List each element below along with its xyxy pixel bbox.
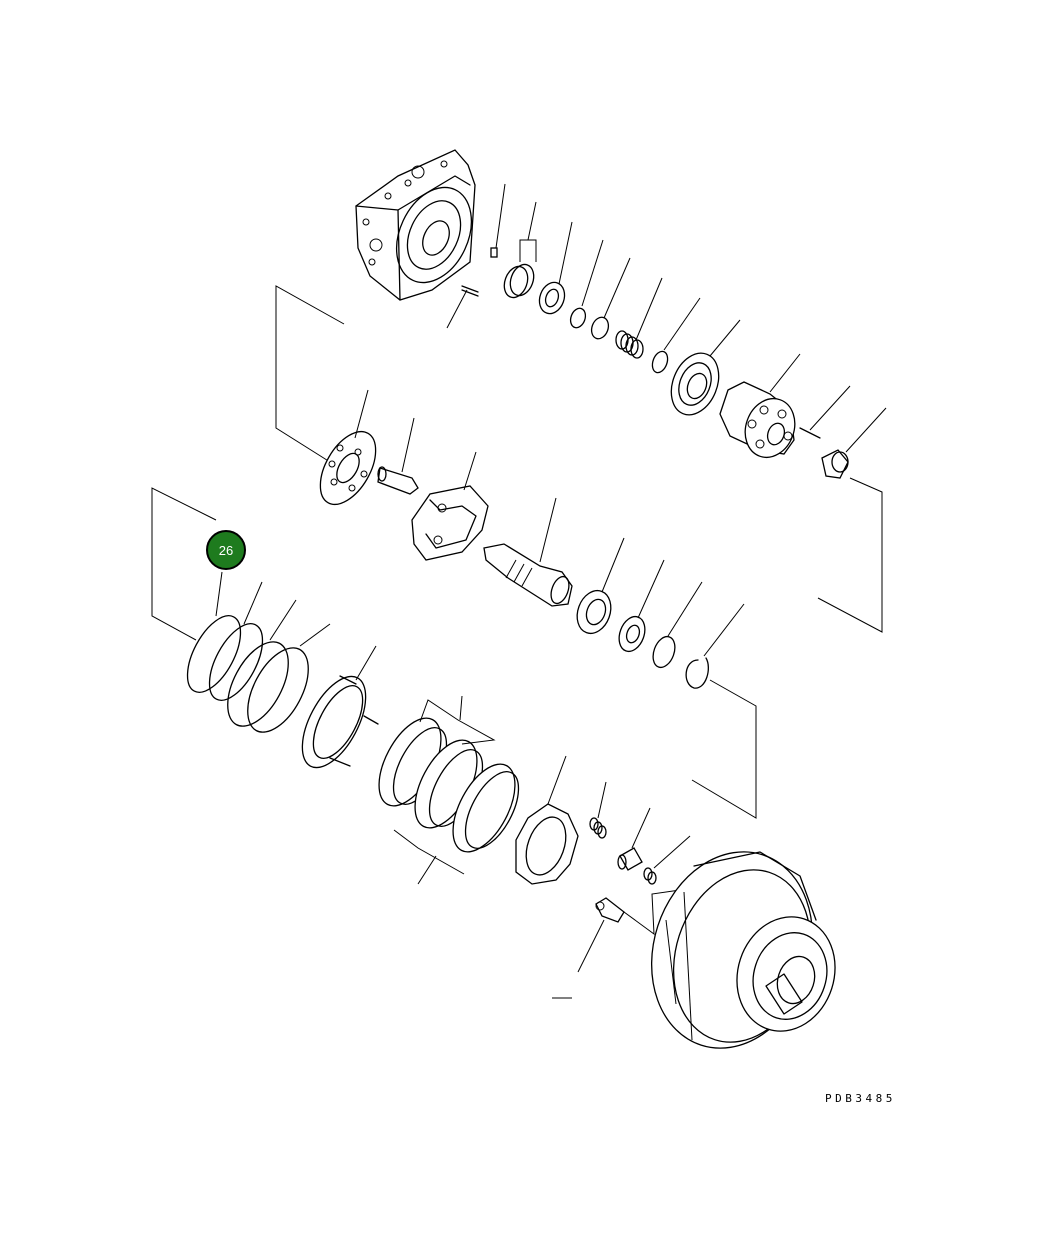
spring-part [615,330,644,359]
brake-plate-group-part [378,717,520,853]
bleeder-plug-part [595,897,625,923]
check-valve-part [617,847,643,871]
ring-part [590,316,610,340]
cylinder-block-part [719,381,796,459]
small-spring-part [589,817,607,839]
callout-number: 26 [218,542,234,558]
swash-plate-part [411,485,489,561]
shaft-pin-part [377,466,419,495]
seal-ring-part [651,350,669,374]
brake-piston-part [301,675,379,769]
plug-part [490,247,498,258]
shaft-bearing-part [576,589,612,635]
part-callout-badge[interactable]: 26 [206,530,246,570]
circlip-part [685,657,709,689]
shaft-ring-part [652,635,676,669]
snap-ring-part [569,307,587,329]
damper-plate-part [515,803,579,885]
seal-ring-stack-part [186,615,309,733]
spacer-collar-part [618,615,646,653]
o-ring-pair-part [503,263,535,299]
drawing-code: PDB3485 [825,1092,896,1105]
bearing-part [538,281,566,315]
pin-part [461,285,479,297]
spherical-bushing-part [821,449,849,479]
output-shaft-part [483,543,573,607]
pin-rod-part [799,427,821,439]
small-plug-part [643,867,657,885]
motor-case-part [355,149,476,301]
retainer-plate-part [319,431,377,505]
motor-housing-part [650,851,836,1049]
large-bearing-part [670,352,720,416]
